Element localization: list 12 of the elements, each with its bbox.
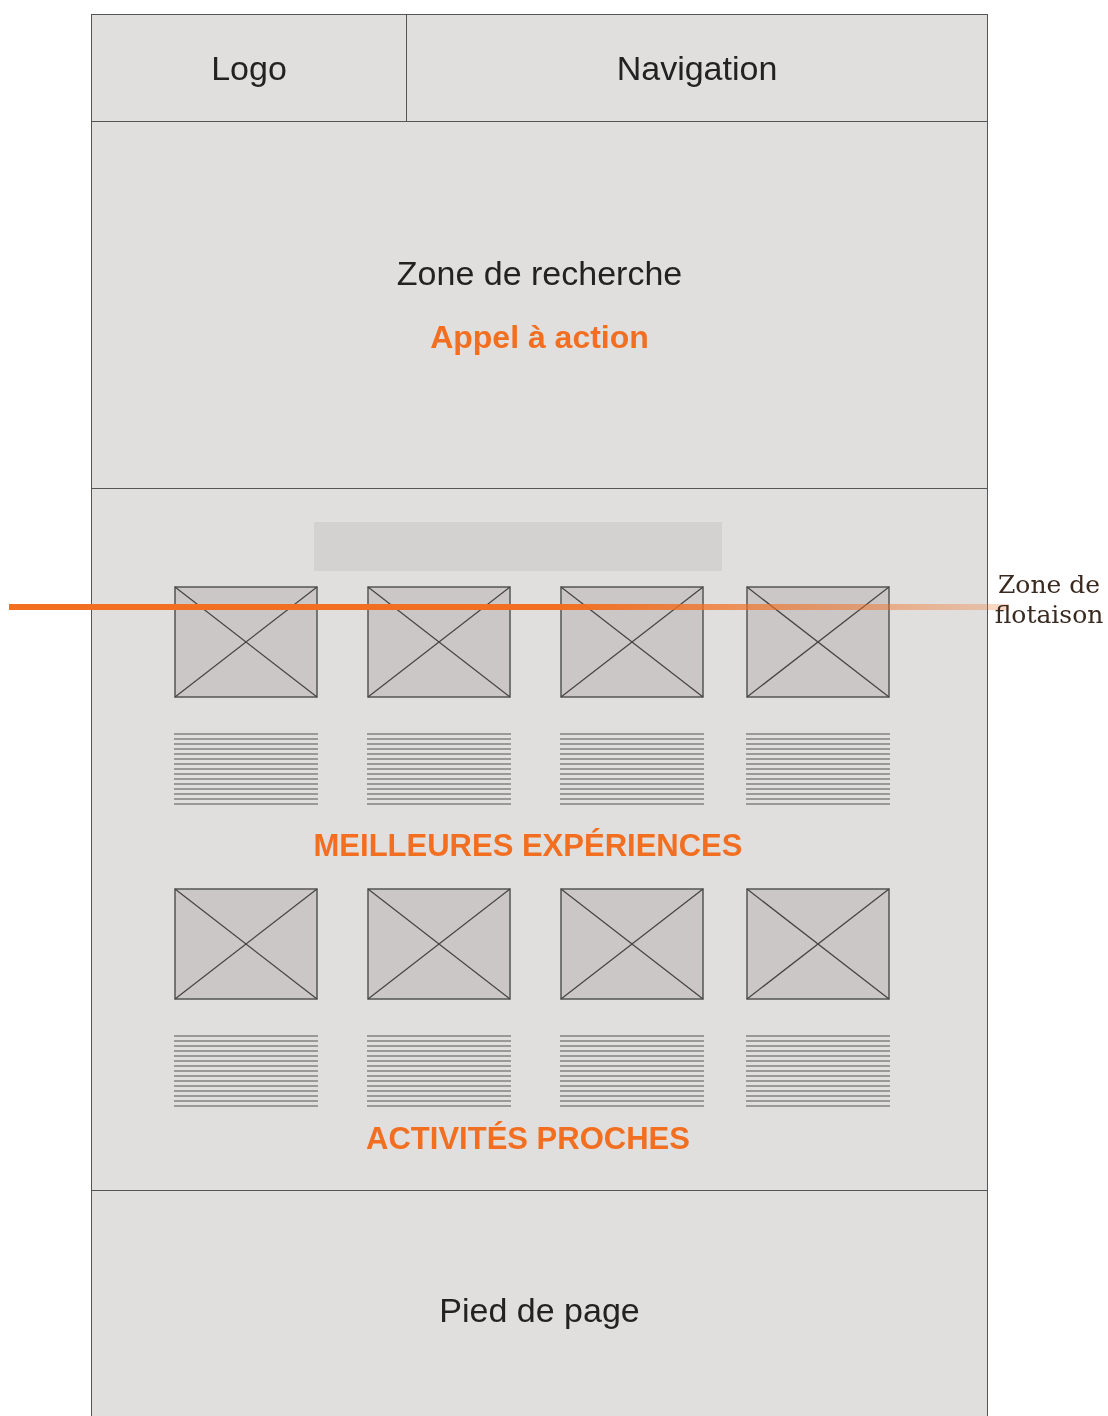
section-label: Zone de recherche bbox=[396, 254, 683, 293]
section-label: Logo bbox=[211, 48, 287, 88]
page-section bbox=[91, 1190, 988, 1416]
header-cell bbox=[91, 14, 407, 122]
section-label: Pied de page bbox=[439, 1290, 640, 1330]
header-cell bbox=[406, 14, 988, 122]
page-section bbox=[91, 121, 988, 489]
section-label: Navigation bbox=[616, 48, 778, 88]
section-title: ACTIVITÉS PROCHES bbox=[366, 1121, 690, 1157]
call-to-action-text: Appel à action bbox=[430, 319, 649, 356]
section-title: MEILLEURES EXPÉRIENCES bbox=[313, 828, 743, 864]
fold-label: Zone de flotaison bbox=[993, 570, 1105, 630]
